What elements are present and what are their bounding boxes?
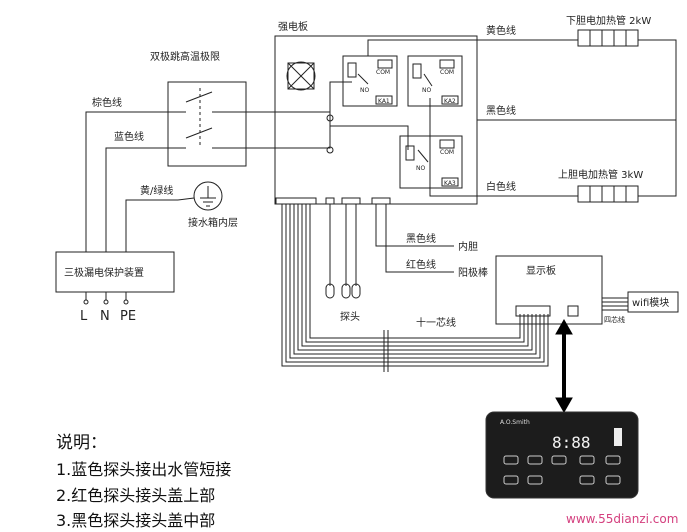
relay-3 — [399, 135, 463, 189]
relay2-com: COM — [440, 69, 454, 76]
lower-heater — [577, 29, 639, 47]
set-icon[interactable] — [605, 475, 621, 485]
timer-icon[interactable] — [503, 475, 519, 485]
transformer-icon — [286, 61, 316, 91]
lower-heater-label: 下胆电加热管 2kW — [566, 14, 651, 27]
relay2-k: KA2 — [444, 98, 456, 105]
double-arrow-icon — [555, 318, 573, 414]
upper-heater-label: 上胆电加热管 3kW — [558, 168, 643, 181]
wifi-module-label: wifi模块 — [632, 297, 669, 309]
eleven-core-label: 十一芯线 — [416, 316, 456, 329]
probe-sensors — [325, 204, 361, 299]
relay1-k: KA1 — [378, 98, 390, 105]
leakage-protector — [55, 251, 175, 293]
red-wire-label: 红色线 — [406, 258, 436, 271]
note-item: 2.红色探头接头盖上部 — [56, 486, 216, 505]
note-item: 1.蓝色探头接出水管短接 — [56, 460, 232, 479]
anode-rod-label: 阳极棒 — [458, 266, 488, 279]
boost-icon[interactable] — [605, 455, 621, 465]
display-board-label: 显示板 — [526, 264, 556, 277]
eleven-core-cable — [281, 204, 549, 372]
relay1-no: NO — [360, 87, 369, 94]
relay3-com: COM — [440, 149, 454, 156]
yellow-wire-label: 黄色线 — [486, 24, 516, 37]
relay3-no: NO — [416, 165, 425, 172]
thermal-cutoff-label: 双极跳高温极限 — [150, 50, 220, 63]
watermark: www.55dianzi.com — [566, 512, 679, 526]
relay1-com: COM — [376, 69, 390, 76]
terminal-pe: PE — [120, 309, 136, 324]
thermal-cutoff — [167, 81, 247, 167]
ground-icon — [193, 181, 223, 211]
relay3-k: KA3 — [444, 180, 456, 187]
inner-tank-label: 内胆 — [458, 240, 478, 253]
blue-wire-label: 蓝色线 — [114, 130, 144, 143]
white-wire-label: 白色线 — [486, 180, 516, 193]
panel-digits: 8:88 — [552, 433, 591, 452]
power-icon[interactable] — [527, 455, 543, 465]
main-board-label: 强电板 — [278, 20, 308, 33]
brown-wire-label: 棕色线 — [92, 96, 122, 109]
four-core-label: 四芯线 — [604, 315, 625, 324]
terminal-n: N — [100, 309, 110, 324]
upper-heater — [577, 185, 639, 203]
note-item: 3.黑色探头接头盖中部 — [56, 511, 216, 530]
relay2-no: NO — [422, 87, 431, 94]
function-icon[interactable] — [527, 475, 543, 485]
relay-1 — [342, 55, 398, 107]
down-icon[interactable] — [579, 475, 595, 485]
terminal-l: L — [80, 309, 88, 324]
mode-icon[interactable] — [503, 455, 519, 465]
main-board — [274, 35, 478, 205]
up-icon[interactable] — [579, 455, 595, 465]
tank-ground-label: 接水箱内层 — [188, 216, 238, 229]
display-board — [495, 255, 603, 325]
probe-label: 探头 — [340, 310, 360, 323]
black-wire-2-label: 黑色线 — [406, 232, 436, 245]
panel-brand: A.O.Smith — [500, 419, 530, 426]
notes-title: 说明： — [56, 433, 107, 453]
control-panel: A.O.Smith 8:88 — [485, 411, 639, 499]
black-wire-label: 黑色线 — [486, 104, 516, 117]
yellow-green-wire-label: 黄/绿线 — [140, 184, 173, 197]
relay-2 — [407, 55, 463, 107]
leakage-protector-label: 三极漏电保护装置 — [64, 266, 144, 279]
clock-icon[interactable] — [551, 455, 567, 465]
